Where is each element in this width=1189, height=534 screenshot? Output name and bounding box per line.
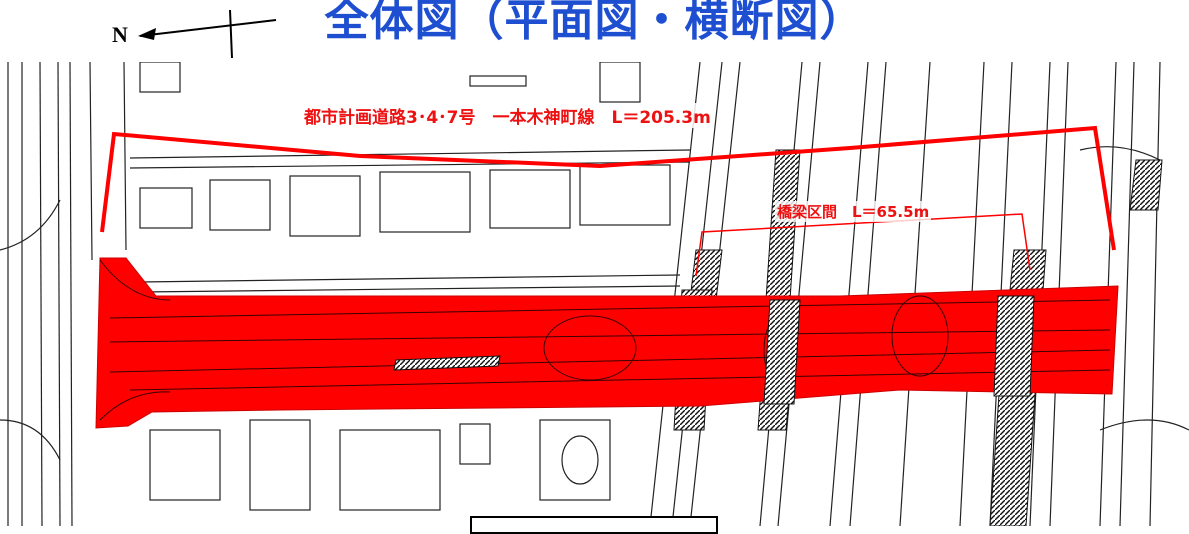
corridor-piers — [393, 295, 1035, 405]
overall-length-line — [100, 125, 1116, 251]
road-name-label: 都市計画道路3･4･7号 一本木神町線 L＝205.3m — [302, 103, 713, 128]
bridge-length-line — [695, 213, 1031, 277]
project-road-area — [95, 257, 1119, 429]
plan-map — [0, 62, 1189, 526]
bridge-section-label: 橋梁区間 L＝65.5m — [775, 201, 932, 222]
north-label: N — [112, 22, 128, 47]
legend-box — [470, 516, 718, 534]
page-title: 全体図（平面図・横断図） — [324, 0, 865, 46]
map-linework — [0, 62, 1189, 526]
north-arrow-icon — [138, 10, 277, 59]
